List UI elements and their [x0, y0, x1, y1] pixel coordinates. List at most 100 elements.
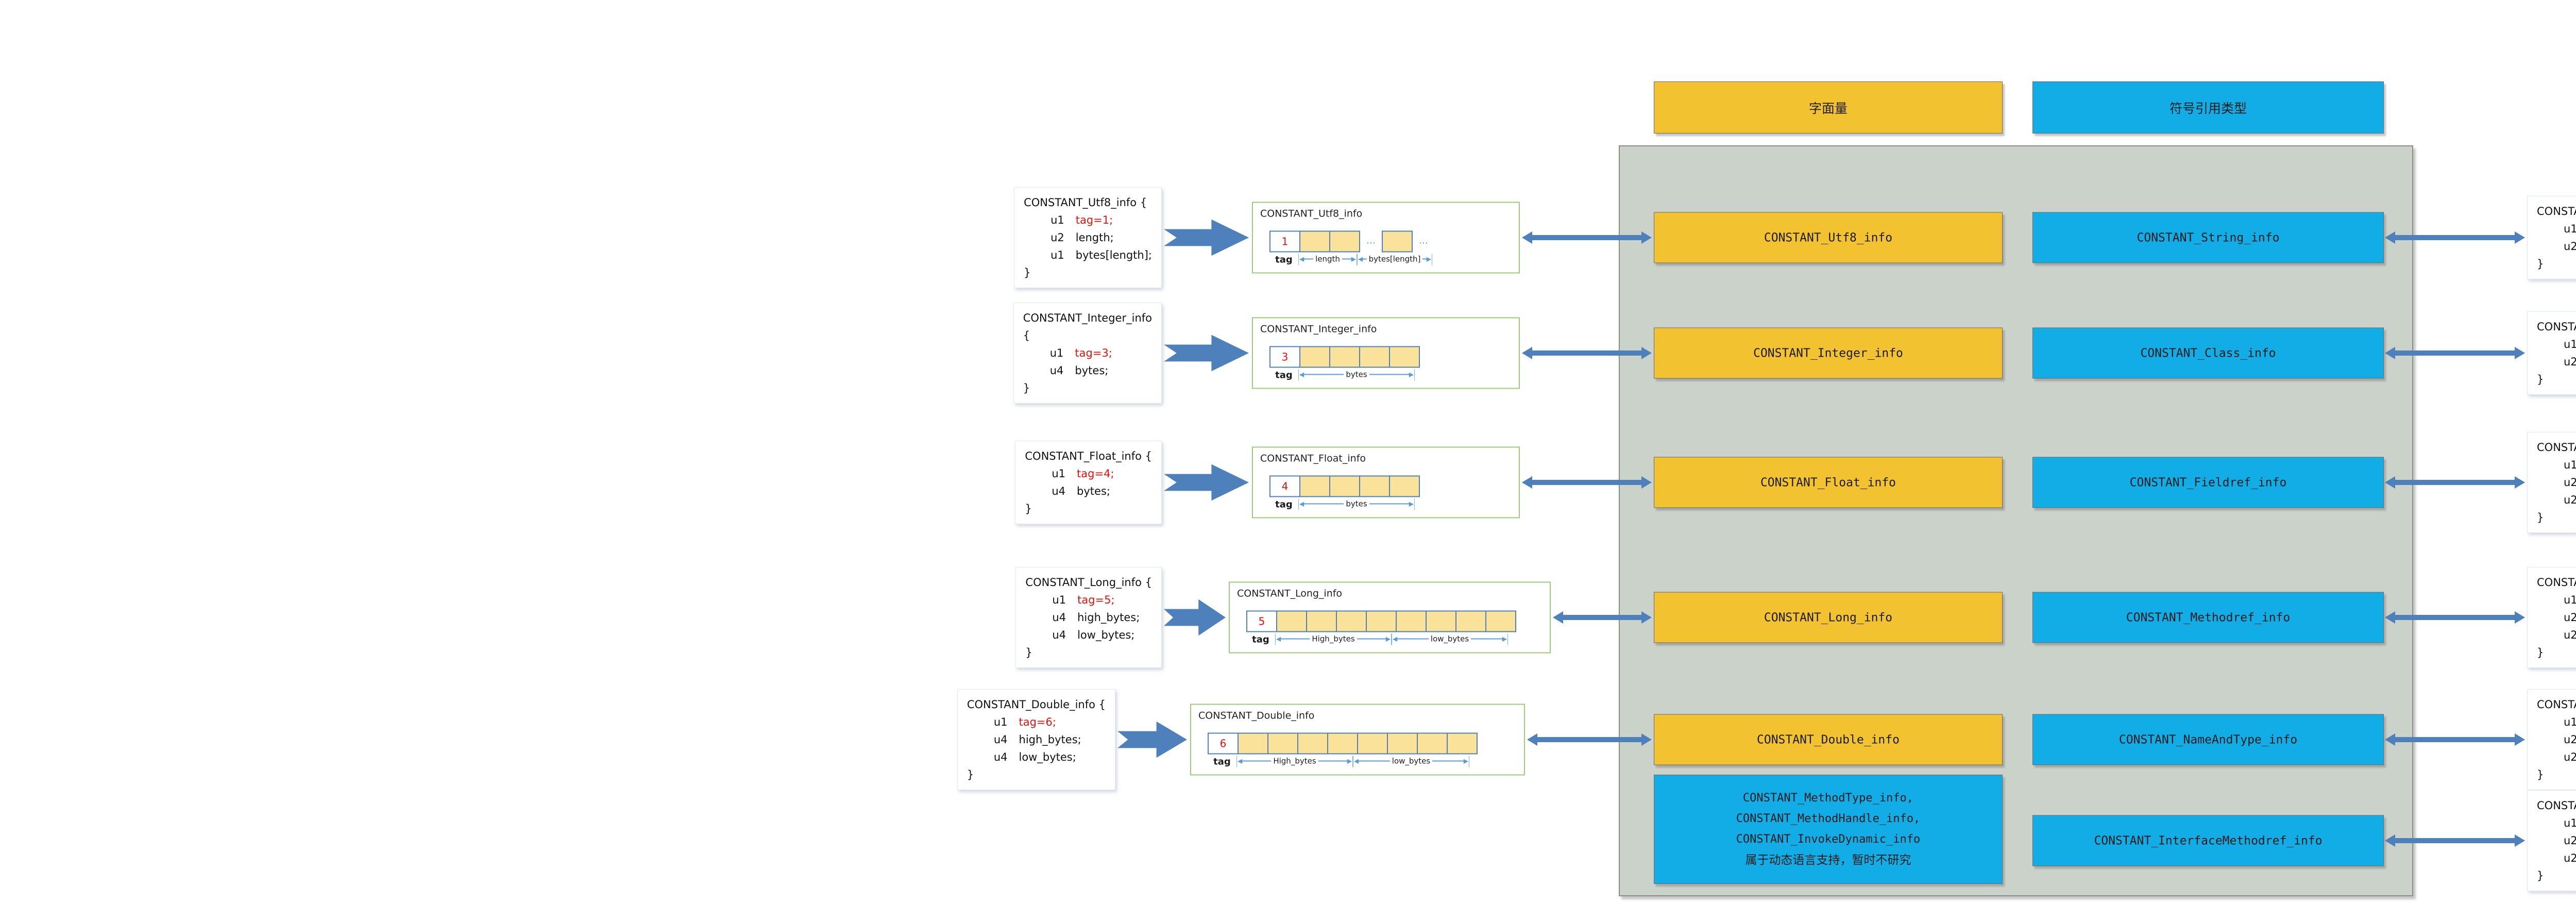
fat-arrow-left: [1164, 599, 1226, 636]
right-struct-box: CONSTANT_NameAndType_info {u1 tag=12;u2 …: [2527, 689, 2576, 790]
struct-field-line: u4 high_bytes;: [1025, 609, 1152, 626]
dim-span: ◀length▶: [1298, 254, 1357, 265]
arrow-right-head: [1641, 611, 1652, 624]
byte-cell: [1297, 732, 1328, 755]
tag-byte-cell: 6: [1208, 732, 1239, 755]
byte-cell: [1426, 610, 1456, 632]
field-type: u2: [2564, 733, 2576, 746]
field-decl: bytes[length];: [1072, 249, 1152, 261]
dimension-arrow: ◀low_bytes▶: [1353, 756, 1469, 766]
double-arrow-left: [1522, 476, 1652, 489]
struct-title-line: CONSTANT_String_info {: [2537, 205, 2576, 218]
field-type: u4: [993, 733, 1008, 746]
arrow-bar: [1532, 235, 1641, 240]
arrow-right-head: [2515, 476, 2525, 489]
field-type: u2: [2564, 852, 2576, 864]
byte-cell: [1238, 732, 1268, 755]
struct-field-line: u1 tag=12;: [2537, 713, 2576, 731]
struct-close-brace: }: [2537, 869, 2544, 882]
arrow-right-head: [2515, 231, 2525, 244]
note-cjk-line: 属于动态语言支持，暂时不研究: [1745, 854, 1911, 867]
arrow-right-head: ▶: [1502, 635, 1507, 643]
struct-title-line: CONSTANT_Long_info {: [1025, 576, 1152, 589]
field-decl: tag=4;: [1073, 467, 1114, 480]
byte-cell: [1329, 475, 1360, 497]
arrow-bar: [2395, 350, 2515, 356]
arrow-bar: [2395, 235, 2515, 240]
dim-span: ◀low_bytes▶: [1353, 756, 1469, 767]
arrow-right-head: [2515, 834, 2525, 847]
arrow-line: [1369, 503, 1409, 505]
struct-title-line: CONSTANT_Methodref_info {: [2537, 576, 2576, 589]
ellipsis-gap: …: [1366, 235, 1377, 246]
field-decl: bytes;: [1073, 485, 1110, 497]
arrow-line: [1363, 258, 1367, 260]
struct-field-line: u1 tag=7;: [2537, 336, 2576, 353]
dim-span: ◀High_bytes▶: [1236, 756, 1353, 767]
byte-cell: [1382, 230, 1413, 253]
byte-cell: [1329, 230, 1360, 253]
note-line: CONSTANT_InvokeDynamic_info: [1736, 833, 1921, 846]
field-type: u4: [993, 751, 1008, 763]
field-type: u1: [2564, 594, 2576, 606]
arrow-bar: [1563, 615, 1641, 620]
field-type: u2: [2564, 356, 2576, 368]
arrow-line: [1359, 760, 1390, 762]
arrow-left-head: ◀: [1299, 500, 1304, 508]
diagram-title: CONSTANT_Integer_info: [1260, 323, 1377, 335]
left-struct-box: CONSTANT_Float_info {u1 tag=4;u4 bytes;}: [1015, 441, 1162, 524]
double-arrow-right: [2385, 347, 2525, 359]
dim-label: bytes: [1346, 370, 1367, 379]
byte-cell-row: 1……: [1269, 230, 1435, 253]
arrow-right-head: [2515, 611, 2525, 624]
byte-cell: [1455, 610, 1486, 632]
field-decl: tag=1;: [1072, 214, 1113, 226]
arrow-right-head: [1641, 231, 1652, 244]
byte-cell: [1447, 732, 1478, 755]
right-struct-box: CONSTANT_Fieldref_info {u1 tag=9;u2 clas…: [2527, 432, 2576, 533]
struct-field-line: u4 bytes;: [1025, 482, 1152, 500]
center-symbolic-box: CONSTANT_String_info: [2032, 212, 2384, 263]
arrow-right-head: ▶: [1385, 635, 1391, 643]
arrow-left-head: [2385, 476, 2395, 489]
byte-cell: [1389, 475, 1420, 497]
field-type: u1: [2564, 817, 2576, 829]
field-decl: tag=6;: [1015, 716, 1056, 728]
struct-field-line: u2 length;: [1024, 229, 1152, 246]
struct-close-brace: }: [1023, 382, 1030, 394]
field-type: u1: [2564, 223, 2576, 235]
field-type: u2: [2564, 240, 2576, 253]
arrow-line: [1369, 374, 1409, 375]
dim-label: low_bytes: [1392, 756, 1431, 766]
struct-field-line: u2 descriptor_index;: [2537, 748, 2576, 766]
diagram-title: CONSTANT_Float_info: [1260, 453, 1366, 464]
double-arrow-left: [1553, 611, 1652, 624]
struct-close-brace: }: [1025, 503, 1032, 515]
dim-span: ◀High_bytes▶: [1275, 633, 1392, 645]
double-arrow-left: [1527, 733, 1652, 746]
byte-cell: [1299, 230, 1330, 253]
diagram-title: CONSTANT_Double_info: [1198, 710, 1315, 722]
arrow-bar: [2395, 480, 2515, 485]
struct-field-line: u4 high_bytes;: [967, 731, 1106, 748]
tag-byte-cell: 3: [1269, 346, 1300, 368]
field-type: u4: [1049, 364, 1064, 377]
struct-field-line: u2 interface_class_index;: [2537, 832, 2576, 849]
byte-cell: [1299, 475, 1330, 497]
arrow-line: [1304, 374, 1344, 375]
arrow-right-head: ▶: [1426, 255, 1431, 263]
struct-title-line: CONSTANT_Double_info {: [967, 698, 1106, 711]
byte-cell: [1276, 610, 1307, 632]
struct-field-line: u2 name_and_type_index;: [2537, 849, 2576, 867]
struct-close-brace: }: [2537, 511, 2544, 524]
byte-cell: [1299, 346, 1330, 368]
dimension-arrow: ◀bytes▶: [1299, 370, 1414, 380]
field-type: u1: [1050, 214, 1064, 226]
arrow-right-head: [2515, 347, 2525, 359]
center-literal-box: CONSTANT_Double_info: [1654, 714, 2003, 765]
